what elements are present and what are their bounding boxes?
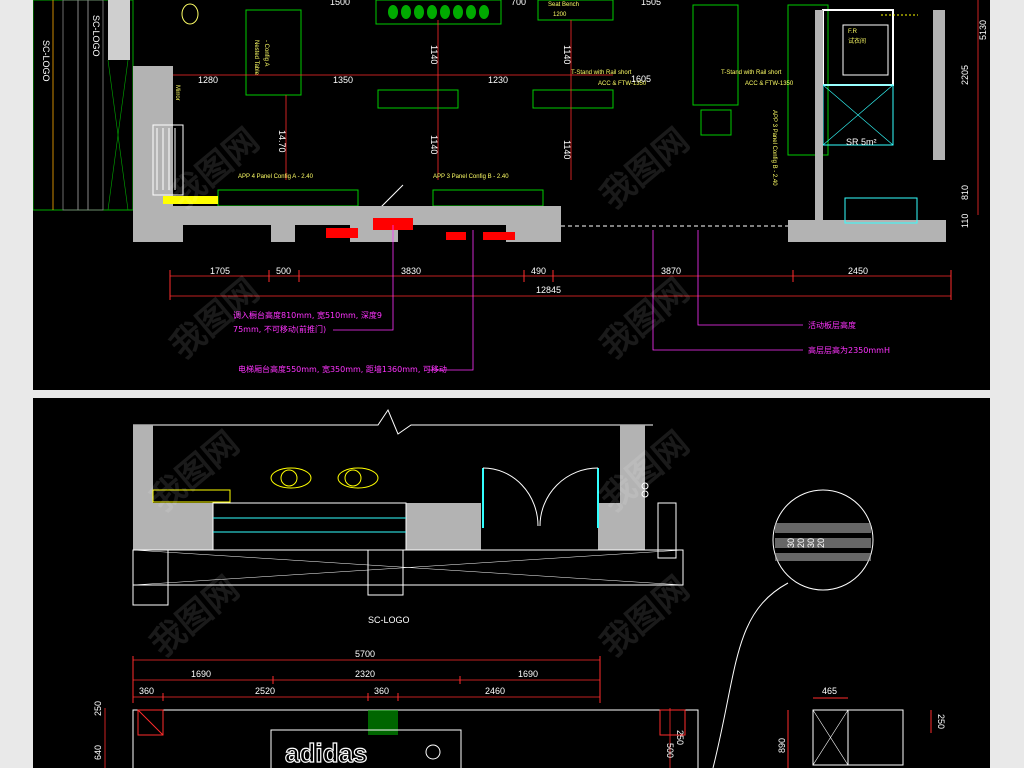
dim-right-110: 110 [960,214,970,228]
dim-bottom-3830: 3830 [401,266,421,276]
note-leaders [333,225,803,371]
dim-row2-360-a: 360 [139,686,154,696]
watermark-8: 我图网 [593,569,697,665]
dim-top-700: 700 [511,0,526,7]
dim-right-2205: 2205 [960,65,970,85]
brand-logo-text: adidas [285,738,367,768]
fitting-room-sublabel: 试衣间 [848,37,866,45]
t-stand-label-1: T-Stand with Rail short [571,70,632,76]
watermark-4: 我图网 [593,121,697,217]
dim-mid-1280: 1280 [198,75,218,85]
dim-top-1500: 1500 [330,0,350,7]
dim-row1-1690-b: 1690 [518,669,538,679]
mirror-label: Mirror [174,85,180,101]
storefront-elevation-drawing: SC-LOGO 5700 1690 2320 1690 360 2520 360… [93,408,946,768]
sc-logo-label-2: SC-LOGO [91,15,101,57]
app3-panel-label: APP 3 Panel Config B - 2.40 [433,174,509,180]
dim-top-1505: 1505 [641,0,661,7]
dim-bottom-490: 490 [531,266,546,276]
storage-room-label: SR 5m² [846,137,877,147]
sc-logo-label-1: SC-LOGO [41,40,51,82]
dim-bottom-2450: 2450 [848,266,868,276]
dim-mid-1350: 1350 [333,75,353,85]
dim-bottom-500: 500 [276,266,291,276]
spotlight-icons [270,467,379,489]
dim-right-250: 250 [675,730,685,745]
detail-dim-890: 890 [777,738,787,753]
top-furniture [181,0,829,156]
bottom-dimension-lines [169,270,952,300]
note-2: 电梯厢台高度550mm, 宽350mm, 距墙1360mm, 可移动 [238,364,447,374]
seat-bench-dim: 1200 [553,12,567,18]
note-4: 高层层高为2350mmH [808,345,890,355]
dim-v-1140-c: 1140 [562,45,572,64]
app3-vertical-label: APP 3 Panel Config B - 2.40 [771,110,777,186]
storefront-wall [133,206,946,242]
watermark-2: 我图网 [593,271,697,367]
dim-row2-2520: 2520 [255,686,275,696]
nested-table-label: Nested Table [253,40,259,76]
note-3: 活动板层高度 [808,320,856,330]
detail-bubble [712,489,932,768]
config-a-label: - Config A [263,40,269,66]
dim-v-1140-d: 1140 [562,140,572,159]
floor-plan-bottom-panel: SC-LOGO 5700 1690 2320 1690 360 2520 360… [33,398,990,768]
detail-dim-465: 465 [822,686,837,696]
floor-plan-drawing: SC-LOGO SC-LOGO Mirror 1500 700 1505 Sea… [33,0,988,374]
detail-label-30-b: 30 [806,538,816,548]
signboard [104,708,699,768]
dim-left-250: 250 [93,701,103,716]
left-wall-structures [33,0,184,211]
sc-logo-caption: SC-LOGO [368,615,410,625]
dim-v-1140-a: 1140 [429,45,439,64]
dim-row2-360-b: 360 [374,686,389,696]
dim-right-810: 810 [960,185,970,200]
floor-plan-top-panel: SC-LOGO SC-LOGO Mirror 1500 700 1505 Sea… [33,0,990,390]
detail-dim-250: 250 [936,714,946,729]
dim-row2-2460: 2460 [485,686,505,696]
t-stand-dim-1605: 1605 [631,74,651,84]
elevation-dimension-lines [132,656,601,703]
detail-label-30-a: 30 [786,538,796,548]
app4-panel-label: APP 4 Panel Config A - 2.40 [238,174,314,180]
fitting-room-label: F.R [848,29,858,35]
dim-right-500: 500 [665,743,675,758]
dim-total-12845: 12845 [536,285,561,295]
storefront-structure [132,408,684,606]
detail-label-20-b: 20 [816,538,826,548]
dim-row1-2320: 2320 [355,669,375,679]
t-stand-acc-1: ACC & FTW-1350 [598,81,647,87]
dim-bottom-3870: 3870 [661,266,681,276]
dim-right-5130: 5130 [978,20,988,40]
t-stand-label-2: T-Stand with Rail short [721,70,782,76]
t-stand-acc-2: ACC & FTW-1350 [745,81,794,87]
dim-bottom-1705: 1705 [210,266,230,276]
fitting-room-area [815,9,945,224]
dim-mid-1230: 1230 [488,75,508,85]
dim-row1-1690-a: 1690 [191,669,211,679]
dim-total-5700: 5700 [355,649,375,659]
dim-v-1140-b: 1140 [429,135,439,154]
dim-v-1470: 14.70 [277,130,287,153]
note-1-line-2: 75mm, 不可移动(前推门) [233,324,326,334]
dim-left-640: 640 [93,745,103,760]
seat-bench-label: Seat Bench [548,2,579,8]
note-1-line-1: 调入橱台高度810mm, 宽510mm, 深度9 [233,310,382,320]
detail-label-20-a: 20 [796,538,806,548]
